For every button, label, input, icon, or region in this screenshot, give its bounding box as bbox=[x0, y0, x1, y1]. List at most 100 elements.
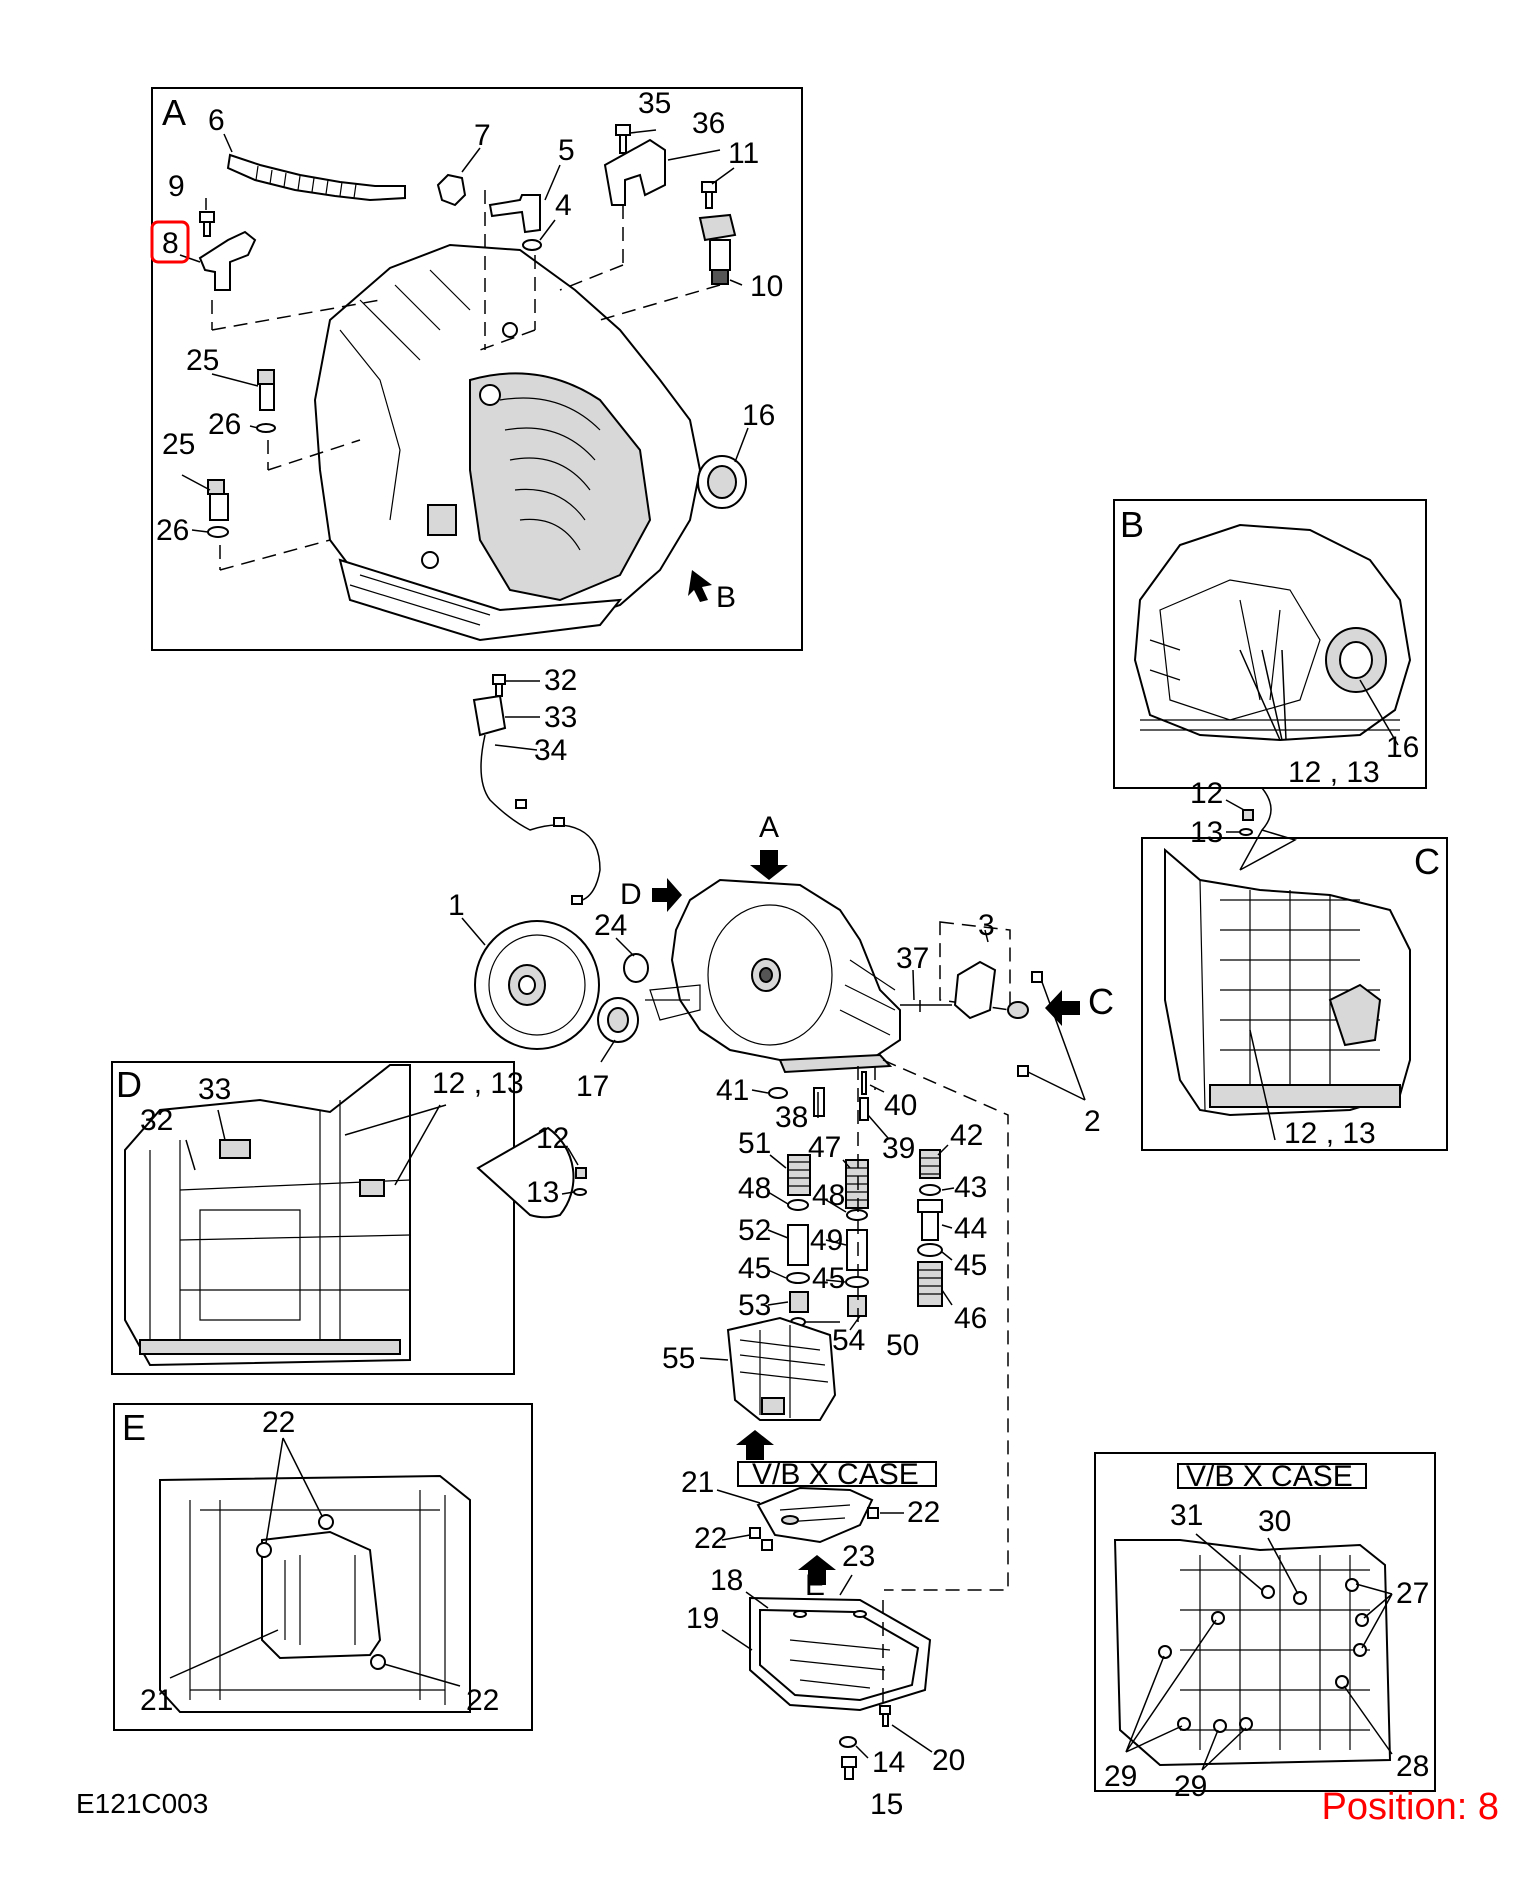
callout-d-12-13: 12 13 bbox=[476, 1122, 587, 1219]
valve-body-part-55: 55 V/B X CASE bbox=[662, 1316, 937, 1491]
ring-part-45-l bbox=[786, 1272, 810, 1284]
arrow-d-icon bbox=[652, 878, 682, 912]
panel-c: C 12 , 13 bbox=[1141, 837, 1448, 1151]
label-12-13-c: 12 , 13 bbox=[1284, 1117, 1376, 1150]
transaxle-assembly-center: A D C bbox=[620, 811, 1114, 1074]
spring-part-46 bbox=[917, 1261, 943, 1307]
label-25-upper: 25 bbox=[186, 344, 219, 377]
label-4: 4 bbox=[555, 189, 572, 222]
label-48-r: 48 bbox=[812, 1179, 845, 1212]
arrow-up-vb-icon bbox=[736, 1430, 774, 1460]
oil-pan-part-19 bbox=[759, 1608, 920, 1702]
label-33: 33 bbox=[544, 701, 577, 734]
vb-case-label-right: V/B X CASE bbox=[1186, 1460, 1353, 1493]
label-21-e: 21 bbox=[140, 1684, 173, 1717]
strainer-part-21 bbox=[756, 1486, 874, 1544]
label-41: 41 bbox=[716, 1074, 749, 1107]
switch-group-3: 3 37 2 bbox=[896, 909, 1101, 1138]
plug-part-15 bbox=[841, 1756, 857, 1780]
highlight-box-8 bbox=[150, 220, 190, 264]
label-35: 35 bbox=[638, 87, 671, 120]
label-29-r: 29 bbox=[1174, 1770, 1207, 1803]
connector-part-33 bbox=[472, 694, 507, 737]
arrow-d-letter: D bbox=[620, 878, 642, 911]
ring-part-41 bbox=[768, 1087, 788, 1099]
label-45-m: 45 bbox=[812, 1262, 845, 1295]
label-12-callout: 12 bbox=[536, 1122, 569, 1155]
seal-part-16 bbox=[697, 455, 747, 509]
plug-part-44 bbox=[917, 1199, 943, 1241]
label-16-b: 16 bbox=[1386, 731, 1419, 764]
panel-e: E 22 21 22 bbox=[113, 1403, 533, 1731]
plug-part-25-upper bbox=[256, 369, 276, 433]
arrow-c-icon bbox=[1045, 990, 1080, 1026]
panel-c-frame bbox=[1141, 837, 1448, 1151]
label-52: 52 bbox=[738, 1214, 771, 1247]
ring-part-48-l bbox=[787, 1199, 809, 1211]
label-28: 28 bbox=[1396, 1750, 1429, 1783]
panel-a-letter: A bbox=[162, 92, 186, 133]
label-18: 18 bbox=[710, 1564, 743, 1597]
panel-a-frame bbox=[151, 87, 803, 651]
plug-part-49 bbox=[846, 1229, 868, 1271]
label-22-l: 22 bbox=[694, 1522, 727, 1555]
label-54: 54 bbox=[832, 1324, 865, 1357]
label-34: 34 bbox=[534, 734, 567, 767]
panel-e-frame bbox=[113, 1403, 533, 1731]
seals-24-17: 24 17 bbox=[576, 909, 649, 1103]
label-49: 49 bbox=[810, 1224, 843, 1257]
vb-case-label-center: V/B X CASE bbox=[752, 1458, 919, 1491]
plug-part-25-lower bbox=[207, 479, 229, 538]
bolt-part-22-r bbox=[867, 1507, 879, 1519]
label-55: 55 bbox=[662, 1342, 695, 1375]
bolt-part-11 bbox=[701, 181, 717, 209]
label-13-conn: 13 bbox=[1190, 816, 1223, 849]
arrow-e-letter: E bbox=[805, 1569, 825, 1602]
label-9: 9 bbox=[168, 170, 185, 203]
sensor-part-8 bbox=[198, 230, 257, 291]
label-53: 53 bbox=[738, 1289, 771, 1322]
arrow-a-letter: A bbox=[759, 811, 779, 844]
label-15: 15 bbox=[870, 1788, 903, 1821]
label-43: 43 bbox=[954, 1171, 987, 1204]
label-22-r: 22 bbox=[907, 1496, 940, 1529]
seal-part-24 bbox=[623, 953, 649, 983]
spring-part-47 bbox=[845, 1159, 869, 1209]
panel-vb-frame bbox=[1094, 1452, 1436, 1792]
ring-part-43 bbox=[919, 1184, 941, 1196]
label-11: 11 bbox=[728, 137, 759, 170]
panel-b: B 12 , 13 16 bbox=[1113, 499, 1427, 789]
speed-sensor-part-10 bbox=[698, 213, 737, 285]
strainer-group: 21 22 22 E 23 bbox=[681, 1466, 940, 1602]
label-25-lower: 25 bbox=[162, 428, 195, 461]
pin-part-38 bbox=[813, 1087, 825, 1117]
spring-part-51 bbox=[787, 1154, 811, 1196]
transaxle-case-drawing bbox=[313, 243, 702, 642]
label-5: 5 bbox=[558, 134, 575, 167]
gasket-part-14 bbox=[839, 1736, 857, 1748]
label-29-l: 29 bbox=[1104, 1760, 1137, 1793]
plug-part-52 bbox=[787, 1224, 809, 1266]
label-22-e-top: 22 bbox=[262, 1406, 295, 1439]
label-46: 46 bbox=[954, 1302, 987, 1335]
dashed-link-vb bbox=[857, 1066, 876, 1330]
ring-part-48-r bbox=[846, 1209, 868, 1221]
case-view-c bbox=[1164, 847, 1411, 1117]
label-32-d: 32 bbox=[140, 1104, 173, 1137]
bracket-part-36 bbox=[603, 138, 666, 206]
panel-d: D 32 33 12 , 13 bbox=[111, 1061, 524, 1375]
label-8: 8 bbox=[162, 227, 179, 260]
panel-a: A bbox=[150, 87, 803, 651]
valve-body-small-parts: 41 38 40 39 bbox=[716, 1071, 987, 1362]
label-51: 51 bbox=[738, 1127, 771, 1160]
union-part-5 bbox=[488, 194, 541, 234]
arrow-b-letter: B bbox=[716, 581, 736, 614]
label-31: 31 bbox=[1170, 1499, 1203, 1532]
label-3: 3 bbox=[978, 909, 995, 942]
connector-b-c: 12 13 bbox=[1190, 777, 1297, 871]
label-45-r: 45 bbox=[954, 1249, 987, 1282]
arrow-c-letter: C bbox=[1088, 981, 1114, 1022]
label-10: 10 bbox=[750, 270, 783, 303]
label-21: 21 bbox=[681, 1466, 714, 1499]
panel-d-frame bbox=[111, 1061, 515, 1375]
